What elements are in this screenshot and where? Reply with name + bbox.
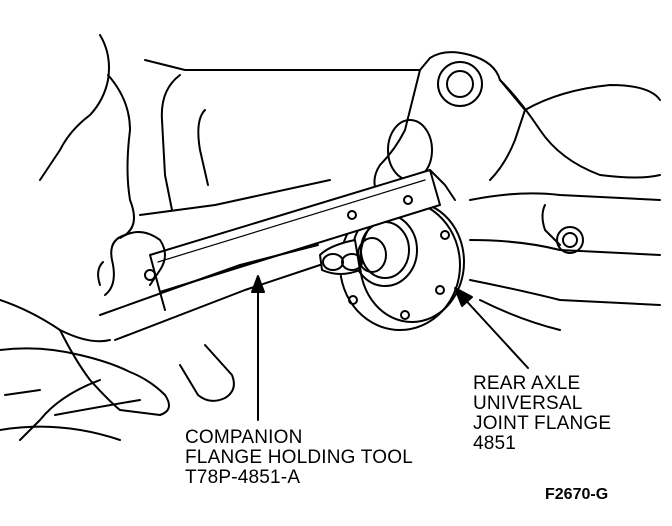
tool-callout-line: FLANGE HOLDING TOOL: [185, 447, 413, 468]
tool-leader-arrow: [251, 275, 265, 293]
axle-boss-upper: [437, 61, 483, 107]
flange-callout: REAR AXLE UNIVERSAL JOINT FLANGE 4851: [473, 374, 611, 454]
flange-callout-line: UNIVERSAL: [473, 393, 583, 414]
tool-callout-line: T78P-4851-A: [185, 467, 301, 488]
hands: [0, 34, 170, 441]
tool-handle: [99, 244, 321, 402]
holding-tool: [144, 169, 456, 311]
flange-leader-line: [459, 293, 529, 369]
axle-housing: [139, 51, 661, 331]
flange-callout-line: REAR AXLE: [473, 373, 581, 394]
figure-id: F2670-G: [545, 486, 609, 503]
tool-callout: COMPANION FLANGE HOLDING TOOL T78P-4851-…: [185, 428, 413, 488]
flange-callout-line: JOINT FLANGE: [473, 413, 612, 434]
flange-callout-line: 4851: [473, 433, 517, 454]
tool-callout-line: COMPANION: [185, 427, 303, 448]
flange-leader-arrow: [454, 287, 473, 307]
axle-boss-right: [556, 226, 584, 254]
